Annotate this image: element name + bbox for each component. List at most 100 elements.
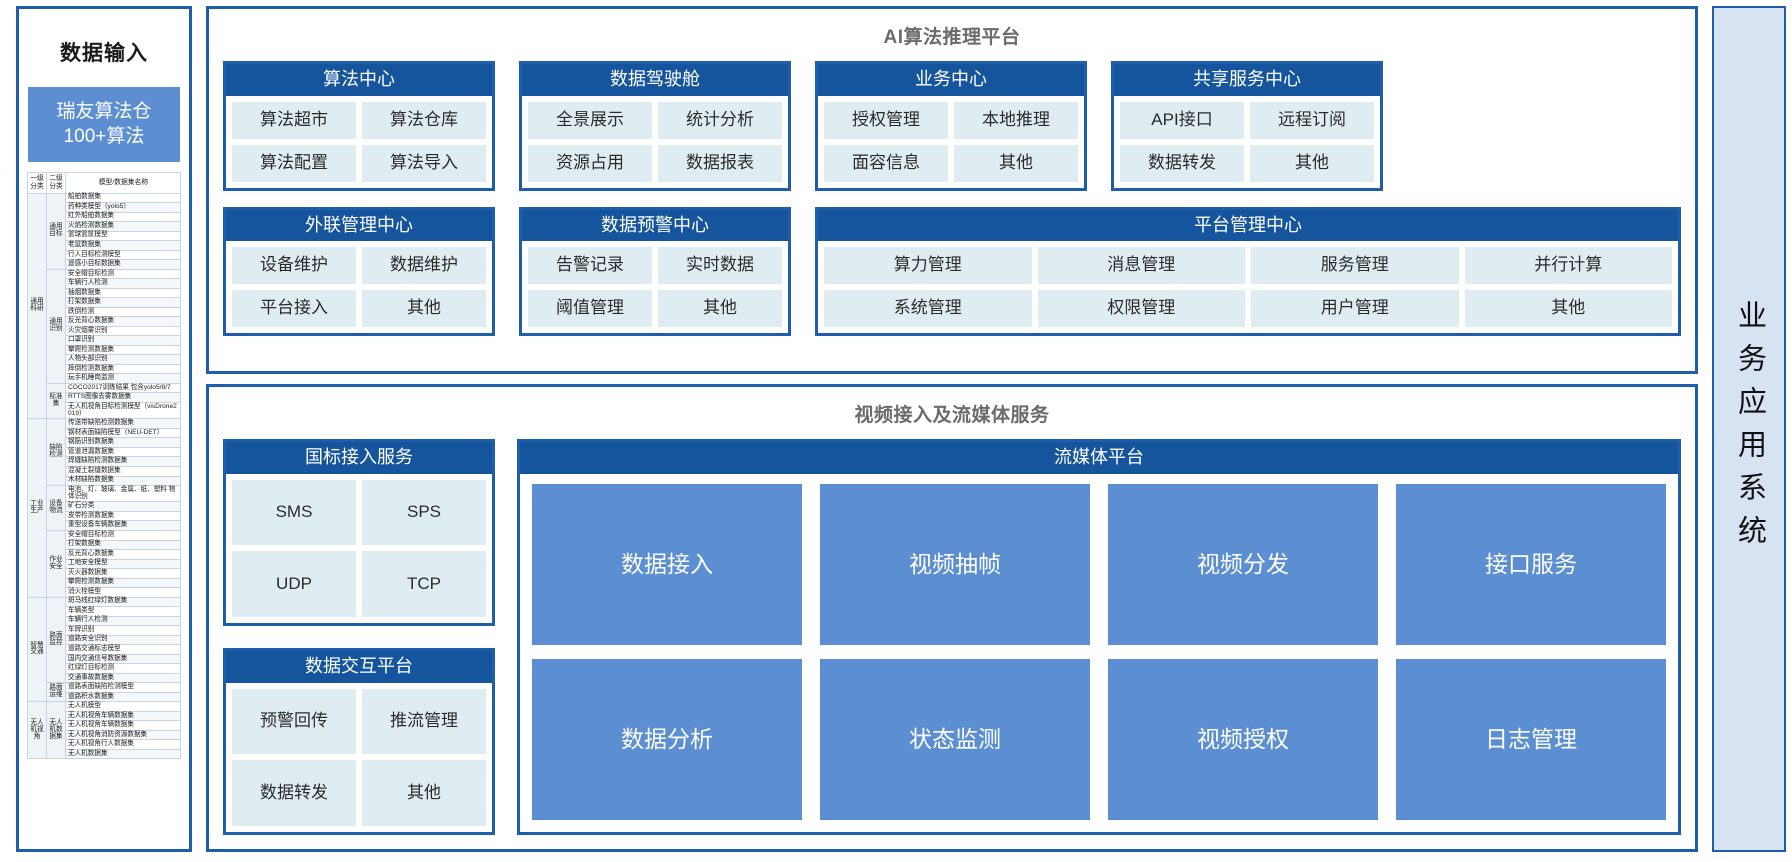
model-name-cell: 重型设备车辆数据集 (65, 520, 181, 531)
table-row: 路面运维道路表面缺陷检测模型 (28, 682, 181, 703)
streaming-cell[interactable]: 视频授权 (1108, 658, 1378, 820)
model-name-cell: 火焰检测数据集 (65, 221, 181, 232)
module-cell[interactable]: 其他 (362, 760, 486, 826)
level2-category-cell: 缺陷检测 (46, 418, 66, 487)
module-cell[interactable]: 算法仓库 (362, 101, 486, 139)
module-cell[interactable]: 面容信息 (824, 144, 948, 182)
module-cell[interactable]: 实时数据 (658, 247, 782, 285)
module-cell[interactable]: 算法导入 (362, 144, 486, 182)
module-cell[interactable]: 告警记录 (528, 247, 652, 285)
module-cell[interactable]: 数据转发 (1120, 144, 1244, 182)
model-name-cell: 抽烟数据集 (65, 287, 181, 299)
module-cell[interactable]: 服务管理 (1251, 247, 1459, 285)
module-card-header: 平台管理中心 (818, 209, 1678, 242)
model-name-cell: 反光背心数据集 (65, 316, 181, 327)
model-name-cell: 无人机视角车辆数据集 (65, 710, 181, 722)
module-card: 外联管理中心设备维护数据维护平台接入其他 (223, 206, 495, 337)
model-name-cell: 篮球篮筐模型 (65, 230, 181, 242)
model-name-cell: 矿石分类 (65, 501, 181, 512)
model-name-cell: 车辆类型 (65, 606, 181, 617)
module-cell[interactable]: 其他 (954, 144, 1078, 182)
module-cell[interactable]: 其他 (1464, 290, 1672, 328)
table-row: 无人机视角目标检测模型（visDrone2019） (28, 401, 181, 420)
module-card-body: 算力管理消息管理服务管理并行计算系统管理权限管理用户管理其他 (818, 241, 1678, 333)
model-name-cell: 斑马线红绿灯数据集 (65, 596, 181, 608)
streaming-platform-wrapper: 流媒体平台 数据接入视频抽帧视频分发接口服务数据分析状态监测视频授权日志管理 (517, 439, 1681, 835)
model-name-cell: 车辆行人检测 (65, 615, 181, 627)
streaming-cell[interactable]: 视频分发 (1108, 483, 1378, 645)
model-name-cell: 国内交通信号数据集 (65, 653, 181, 665)
module-cell[interactable]: 推流管理 (362, 688, 486, 755)
module-cell[interactable]: 并行计算 (1464, 247, 1672, 285)
module-cell[interactable]: API接口 (1120, 101, 1244, 139)
table-header-row: 一级分类 二级分类 模型/数据集名称 (27, 172, 181, 194)
module-cell[interactable]: 算力管理 (824, 247, 1032, 285)
module-cell[interactable]: 其他 (1250, 144, 1374, 182)
module-cell[interactable]: 数据报表 (658, 144, 782, 182)
model-name-cell: 船舶数据集 (65, 192, 181, 204)
module-cell[interactable]: 设备维护 (232, 247, 356, 285)
module-cell[interactable]: 用户管理 (1251, 290, 1459, 328)
module-cell[interactable]: 资源占用 (528, 144, 652, 182)
model-name-cell: 消火栓模型 (65, 587, 181, 598)
dataset-table-body: 通用科研通用目标船舶数据集药种类模型（yolo5）红外船舶数据集火焰检测数据集篮… (27, 192, 181, 760)
module-cell[interactable]: 授权管理 (824, 101, 948, 139)
module-cell[interactable]: 本地推理 (954, 101, 1078, 139)
ai-platform-row-1: 算法中心算法超市算法仓库算法配置算法导入数据驾驶舱全景展示统计分析资源占用数据报… (223, 61, 1681, 191)
module-cell[interactable]: 数据维护 (362, 247, 486, 285)
model-name-cell: 皮带检测数据集 (65, 510, 181, 522)
streaming-cell[interactable]: 日志管理 (1396, 658, 1666, 820)
module-cell[interactable]: 消息管理 (1037, 247, 1245, 285)
level2-category-cell: 设备物流 (46, 485, 66, 531)
data-input-panel: 数据输入 瑞友算法仓 100+算法 一级分类 二级分类 模型/数据集名称 通用科… (16, 6, 192, 852)
module-cell[interactable]: 系统管理 (824, 290, 1032, 328)
module-cell[interactable]: 其他 (362, 290, 486, 328)
level1-category-cell: 无人机视角 (27, 701, 47, 760)
repo-line-2: 100+算法 (63, 126, 145, 147)
module-card: 业务中心授权管理本地推理面容信息其他 (815, 61, 1087, 191)
business-application-panel: 业务应用系统 (1712, 6, 1786, 852)
module-cell[interactable]: 其他 (658, 290, 782, 328)
streaming-cell[interactable]: 视频抽帧 (820, 483, 1090, 645)
model-name-cell: 交通事故数据集 (65, 672, 181, 684)
dataset-table: 一级分类 二级分类 模型/数据集名称 通用科研通用目标船舶数据集药种类模型（yo… (27, 172, 181, 760)
streaming-platform-card: 流媒体平台 数据接入视频抽帧视频分发接口服务数据分析状态监测视频授权日志管理 (517, 439, 1681, 835)
module-cell[interactable]: 算法配置 (232, 144, 356, 182)
module-cell[interactable]: SMS (232, 479, 356, 546)
module-card: 平台管理中心算力管理消息管理服务管理并行计算系统管理权限管理用户管理其他 (815, 206, 1681, 337)
model-name-cell: 人物头部识别 (65, 354, 181, 365)
streaming-cell[interactable]: 接口服务 (1396, 483, 1666, 645)
model-name-cell: 木材缺陷数据集 (65, 475, 181, 486)
model-name-cell: 管道泄漏数据集 (65, 446, 181, 458)
module-cell[interactable]: 权限管理 (1037, 290, 1245, 328)
module-cell[interactable]: 平台接入 (232, 290, 356, 328)
module-cell[interactable]: SPS (362, 479, 486, 546)
model-name-cell: 打架数据集 (65, 539, 181, 551)
module-card-body: 全景展示统计分析资源占用数据报表 (522, 96, 788, 188)
module-cell[interactable]: 算法超市 (232, 101, 356, 139)
module-cell[interactable]: 预警回传 (232, 688, 356, 755)
module-cell[interactable]: UDP (232, 551, 356, 617)
streaming-cell[interactable]: 状态监测 (820, 658, 1090, 820)
module-cell[interactable]: 数据转发 (232, 760, 356, 826)
model-name-cell: 无人机模型 (65, 701, 181, 712)
streaming-cell[interactable]: 数据分析 (532, 658, 802, 820)
table-row: 工业生产缺陷检测传送带缺陷检测数据集 (27, 418, 181, 598)
module-cell[interactable]: 阈值管理 (528, 290, 652, 328)
model-name-cell: 道路安全识别 (65, 634, 181, 646)
model-name-cell: 道路交通标志模型 (65, 644, 181, 655)
module-cell[interactable]: 全景展示 (528, 101, 652, 139)
module-card-header: 算法中心 (226, 64, 492, 96)
module-cell[interactable]: 远程订阅 (1250, 101, 1374, 139)
level2-category-cell: 通用识别 (46, 268, 66, 384)
module-card-header: 数据预警中心 (522, 209, 788, 242)
module-cell[interactable]: 统计分析 (658, 101, 782, 139)
module-card: 数据预警中心告警记录实时数据阈值管理其他 (519, 206, 791, 337)
main-column: AI算法推理平台 算法中心算法超市算法仓库算法配置算法导入数据驾驶舱全景展示统计… (206, 6, 1698, 852)
table-row: 智慧交通路面监控斑马线红绿灯数据集 (27, 596, 181, 703)
model-name-cell: 摔倒检测数据集 (65, 363, 181, 375)
streaming-cell[interactable]: 数据接入 (532, 483, 802, 645)
module-cell[interactable]: TCP (362, 551, 486, 617)
